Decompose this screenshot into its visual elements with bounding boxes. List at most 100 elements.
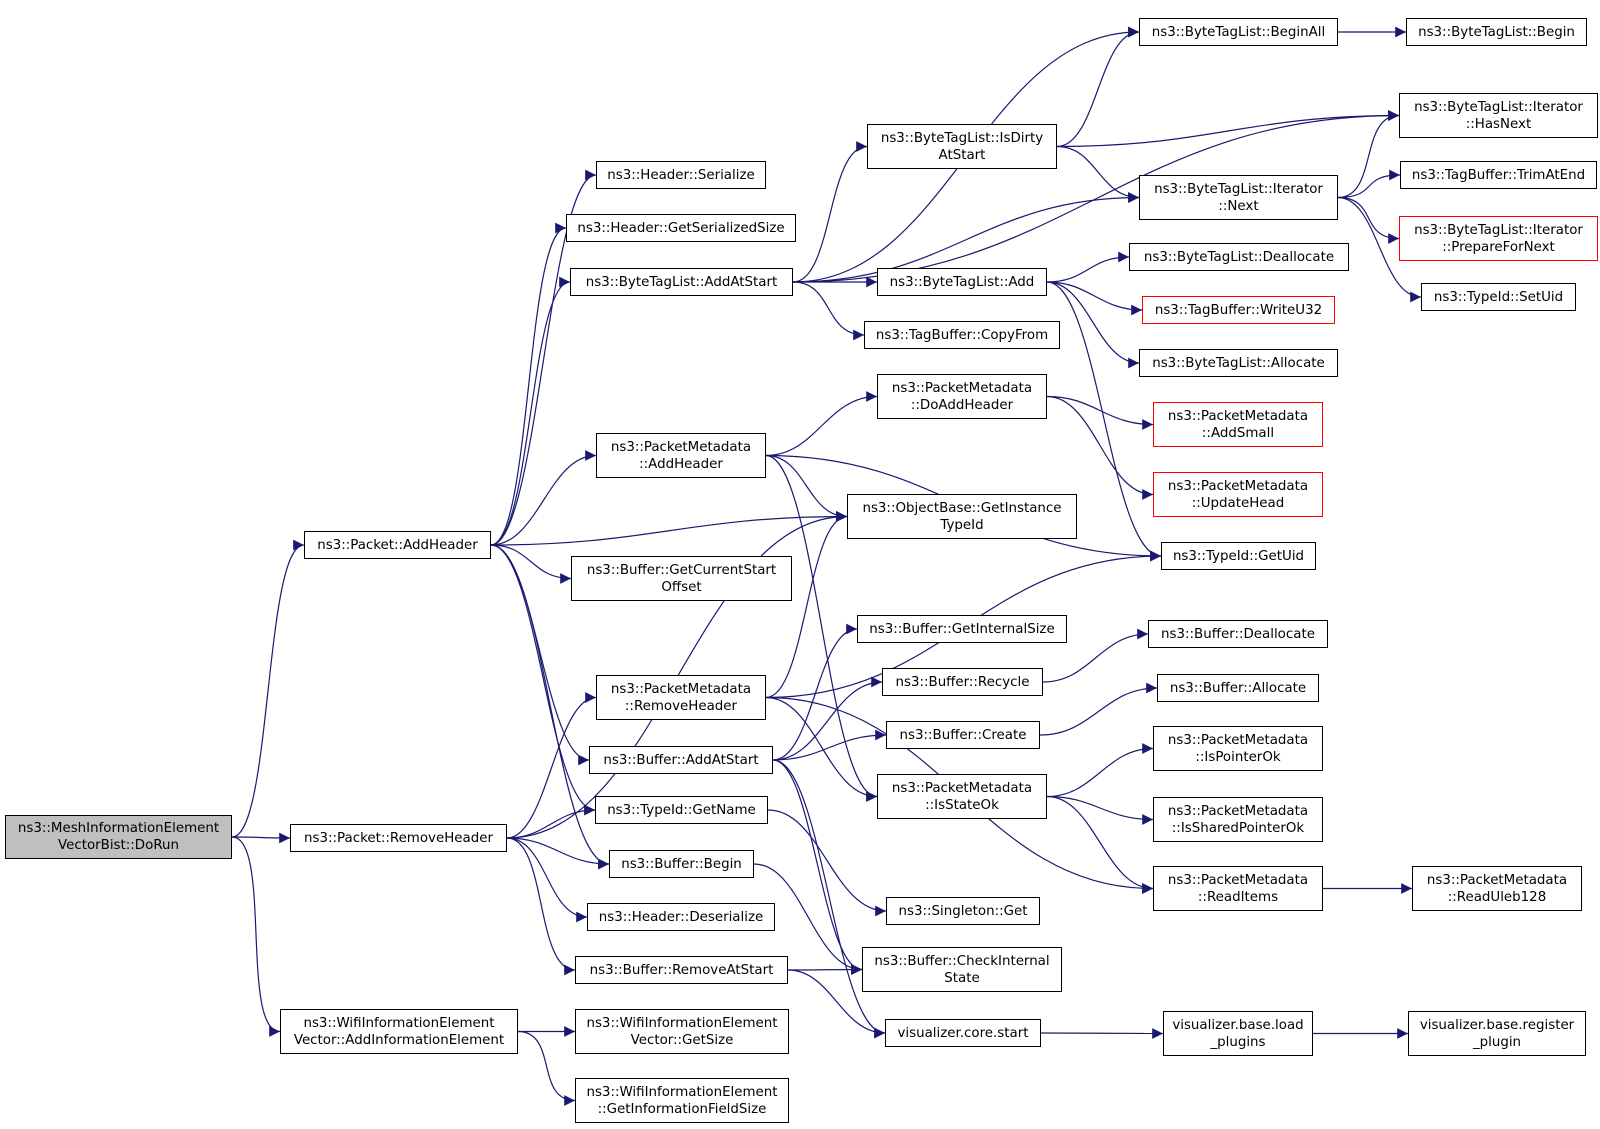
node-buf-get-internal-size[interactable]: ns3::Buffer::GetInternalSize xyxy=(857,615,1067,643)
edge-packet-remove-header-to-type-id-get-name xyxy=(506,804,596,839)
node-singleton-get[interactable]: ns3::Singleton::Get xyxy=(886,897,1040,925)
node-btl-is-dirty-at-start[interactable]: ns3::ByteTagList::IsDirty AtStart xyxy=(867,124,1057,169)
node-type-id-get-name[interactable]: ns3::TypeId::GetName xyxy=(595,796,768,824)
edge-buf-create-to-buf-allocate xyxy=(1039,682,1158,736)
edge-buf-add-at-start-to-buf-create xyxy=(772,729,887,761)
node-btl-iter-next[interactable]: ns3::ByteTagList::Iterator ::Next xyxy=(1139,175,1338,220)
node-btl-begin[interactable]: ns3::ByteTagList::Begin xyxy=(1406,18,1587,46)
node-header-serialize[interactable]: ns3::Header::Serialize xyxy=(596,161,766,189)
node-do-run: ns3::MeshInformationElement VectorBist::… xyxy=(5,815,232,859)
edge-pm-add-header-to-pm-is-state-ok xyxy=(765,454,878,802)
edge-packet-remove-header-to-buf-remove-at-start xyxy=(506,837,576,976)
node-wifi-get-size[interactable]: ns3::WifiInformationElement Vector::GetS… xyxy=(575,1009,789,1054)
edge-buf-add-at-start-to-buf-recycle xyxy=(772,676,883,761)
edge-pm-add-header-to-obj-get-instance-type-id xyxy=(765,454,848,522)
edge-pm-do-add-header-to-pm-update-head xyxy=(1046,395,1154,500)
edge-buf-remove-at-start-to-vis-core-start xyxy=(787,969,886,1039)
edge-pm-is-state-ok-to-pm-read-items xyxy=(1046,795,1154,894)
node-wifi-add-ie[interactable]: ns3::WifiInformationElement Vector::AddI… xyxy=(280,1009,518,1054)
node-pm-read-items[interactable]: ns3::PacketMetadata ::ReadItems xyxy=(1153,866,1323,911)
node-pm-remove-header[interactable]: ns3::PacketMetadata ::RemoveHeader xyxy=(596,675,766,720)
edge-packet-remove-header-to-buf-begin xyxy=(506,837,610,870)
node-vis-core-start[interactable]: visualizer.core.start xyxy=(885,1019,1041,1047)
node-buf-check-internal-state[interactable]: ns3::Buffer::CheckInternal State xyxy=(862,947,1062,992)
edge-wifi-add-ie-to-wifi-get-info-field-size xyxy=(517,1030,576,1106)
node-obj-get-instance-type-id[interactable]: ns3::ObjectBase::GetInstance TypeId xyxy=(847,494,1077,539)
edge-btl-iter-next-to-btl-iter-prepare-for-next xyxy=(1337,196,1400,244)
node-btl-iter-has-next[interactable]: ns3::ByteTagList::Iterator ::HasNext xyxy=(1399,93,1598,138)
edge-pm-remove-header-to-obj-get-instance-type-id xyxy=(765,511,848,699)
edge-buf-add-at-start-to-buf-check-internal-state xyxy=(772,759,863,975)
node-tag-buf-copy-from[interactable]: ns3::TagBuffer::CopyFrom xyxy=(864,321,1060,349)
node-pm-is-shared-pointer-ok[interactable]: ns3::PacketMetadata ::IsSharedPointerOk xyxy=(1153,797,1323,842)
edge-packet-add-header-to-buf-begin xyxy=(490,544,610,870)
node-buf-remove-at-start[interactable]: ns3::Buffer::RemoveAtStart xyxy=(575,956,788,984)
node-pm-read-uleb128[interactable]: ns3::PacketMetadata ::ReadUleb128 xyxy=(1412,866,1582,911)
edge-btl-iter-next-to-type-id-set-uid xyxy=(1337,196,1422,303)
edge-pm-is-state-ok-to-pm-is-shared-pointer-ok xyxy=(1046,795,1154,825)
edge-btl-add-at-start-to-btl-is-dirty-at-start xyxy=(792,141,868,283)
node-header-deserialize[interactable]: ns3::Header::Deserialize xyxy=(587,903,775,931)
node-pm-add-header[interactable]: ns3::PacketMetadata ::AddHeader xyxy=(596,433,766,478)
edge-do-run-to-wifi-add-ie xyxy=(231,836,281,1037)
edge-btl-add-to-btl-allocate xyxy=(1046,281,1140,369)
node-header-get-serialized-size[interactable]: ns3::Header::GetSerializedSize xyxy=(566,214,796,242)
edge-pm-remove-header-to-pm-is-state-ok xyxy=(765,696,878,802)
edge-pm-do-add-header-to-pm-add-small xyxy=(1046,395,1154,430)
edge-packet-add-header-to-btl-add-at-start xyxy=(490,276,571,546)
edge-do-run-to-packet-remove-header xyxy=(231,832,291,844)
node-pm-add-small[interactable]: ns3::PacketMetadata ::AddSmall xyxy=(1153,402,1323,447)
edge-packet-add-header-to-pm-add-header xyxy=(490,450,597,546)
edge-buf-remove-at-start-to-buf-check-internal-state xyxy=(787,964,863,975)
edge-packet-add-header-to-header-serialize xyxy=(490,169,597,546)
node-packet-remove-header[interactable]: ns3::Packet::RemoveHeader xyxy=(290,824,507,852)
edge-buf-begin-to-buf-check-internal-state xyxy=(753,863,863,975)
edge-vis-core-start-to-vis-base-load-plugins xyxy=(1040,1028,1164,1039)
node-pm-update-head[interactable]: ns3::PacketMetadata ::UpdateHead xyxy=(1153,472,1323,517)
node-buf-deallocate[interactable]: ns3::Buffer::Deallocate xyxy=(1148,620,1328,648)
edge-btl-iter-next-to-tag-buf-trim-at-end xyxy=(1337,169,1401,199)
node-btl-deallocate[interactable]: ns3::ByteTagList::Deallocate xyxy=(1129,243,1349,271)
node-type-id-set-uid[interactable]: ns3::TypeId::SetUid xyxy=(1421,283,1576,311)
node-packet-add-header[interactable]: ns3::Packet::AddHeader xyxy=(304,531,491,559)
edge-do-run-to-packet-add-header xyxy=(231,539,305,838)
node-buf-get-current-start-offset[interactable]: ns3::Buffer::GetCurrentStart Offset xyxy=(571,556,792,601)
node-wifi-get-info-field-size[interactable]: ns3::WifiInformationElement ::GetInforma… xyxy=(575,1078,789,1123)
edge-btl-add-at-start-to-btl-iter-next xyxy=(792,192,1140,283)
node-btl-add-at-start[interactable]: ns3::ByteTagList::AddAtStart xyxy=(570,268,793,296)
node-vis-base-load-plugins[interactable]: visualizer.base.load _plugins xyxy=(1163,1011,1313,1056)
edge-btl-add-to-type-id-get-uid xyxy=(1046,281,1162,562)
edge-btl-iter-next-to-btl-iter-has-next xyxy=(1337,110,1400,199)
node-pm-is-pointer-ok[interactable]: ns3::PacketMetadata ::IsPointerOk xyxy=(1153,726,1323,771)
edge-btl-add-to-btl-deallocate xyxy=(1046,251,1130,283)
edge-btl-add-at-start-to-tag-buf-copy-from xyxy=(792,281,865,341)
node-vis-base-register-plugin[interactable]: visualizer.base.register _plugin xyxy=(1408,1011,1586,1056)
node-buf-begin[interactable]: ns3::Buffer::Begin xyxy=(609,850,754,878)
node-btl-begin-all[interactable]: ns3::ByteTagList::BeginAll xyxy=(1139,18,1338,46)
node-buf-allocate[interactable]: ns3::Buffer::Allocate xyxy=(1157,674,1319,702)
node-buf-create[interactable]: ns3::Buffer::Create xyxy=(886,721,1040,749)
edge-buf-recycle-to-buf-deallocate xyxy=(1042,628,1149,683)
node-pm-is-state-ok[interactable]: ns3::PacketMetadata ::IsStateOk xyxy=(877,774,1047,819)
edge-type-id-get-name-to-singleton-get xyxy=(767,809,887,917)
edge-btl-is-dirty-at-start-to-btl-begin-all xyxy=(1056,26,1140,148)
node-buf-recycle[interactable]: ns3::Buffer::Recycle xyxy=(882,668,1043,696)
edge-packet-remove-header-to-pm-remove-header xyxy=(506,692,597,839)
node-tag-buf-trim-at-end[interactable]: ns3::TagBuffer::TrimAtEnd xyxy=(1400,161,1597,189)
edge-packet-add-header-to-buf-get-current-start-offset xyxy=(490,544,572,584)
edge-packet-add-header-to-obj-get-instance-type-id xyxy=(490,511,848,546)
node-pm-do-add-header[interactable]: ns3::PacketMetadata ::DoAddHeader xyxy=(877,374,1047,419)
edge-pm-add-header-to-pm-do-add-header xyxy=(765,391,878,457)
node-btl-allocate[interactable]: ns3::ByteTagList::Allocate xyxy=(1139,349,1338,377)
node-buf-add-at-start[interactable]: ns3::Buffer::AddAtStart xyxy=(589,746,773,774)
node-tag-buf-write-u32[interactable]: ns3::TagBuffer::WriteU32 xyxy=(1142,296,1335,324)
edge-buf-add-at-start-to-vis-core-start xyxy=(772,759,886,1039)
node-btl-iter-prepare-for-next[interactable]: ns3::ByteTagList::Iterator ::PrepareForN… xyxy=(1399,216,1598,261)
edge-btl-add-to-tag-buf-write-u32 xyxy=(1046,281,1143,316)
edge-buf-add-at-start-to-buf-get-internal-size xyxy=(772,623,858,761)
edge-btl-is-dirty-at-start-to-btl-iter-next xyxy=(1056,145,1140,203)
node-type-id-get-uid[interactable]: ns3::TypeId::GetUid xyxy=(1161,542,1316,570)
edge-btl-is-dirty-at-start-to-btl-iter-has-next xyxy=(1056,110,1400,148)
node-btl-add[interactable]: ns3::ByteTagList::Add xyxy=(877,268,1047,296)
